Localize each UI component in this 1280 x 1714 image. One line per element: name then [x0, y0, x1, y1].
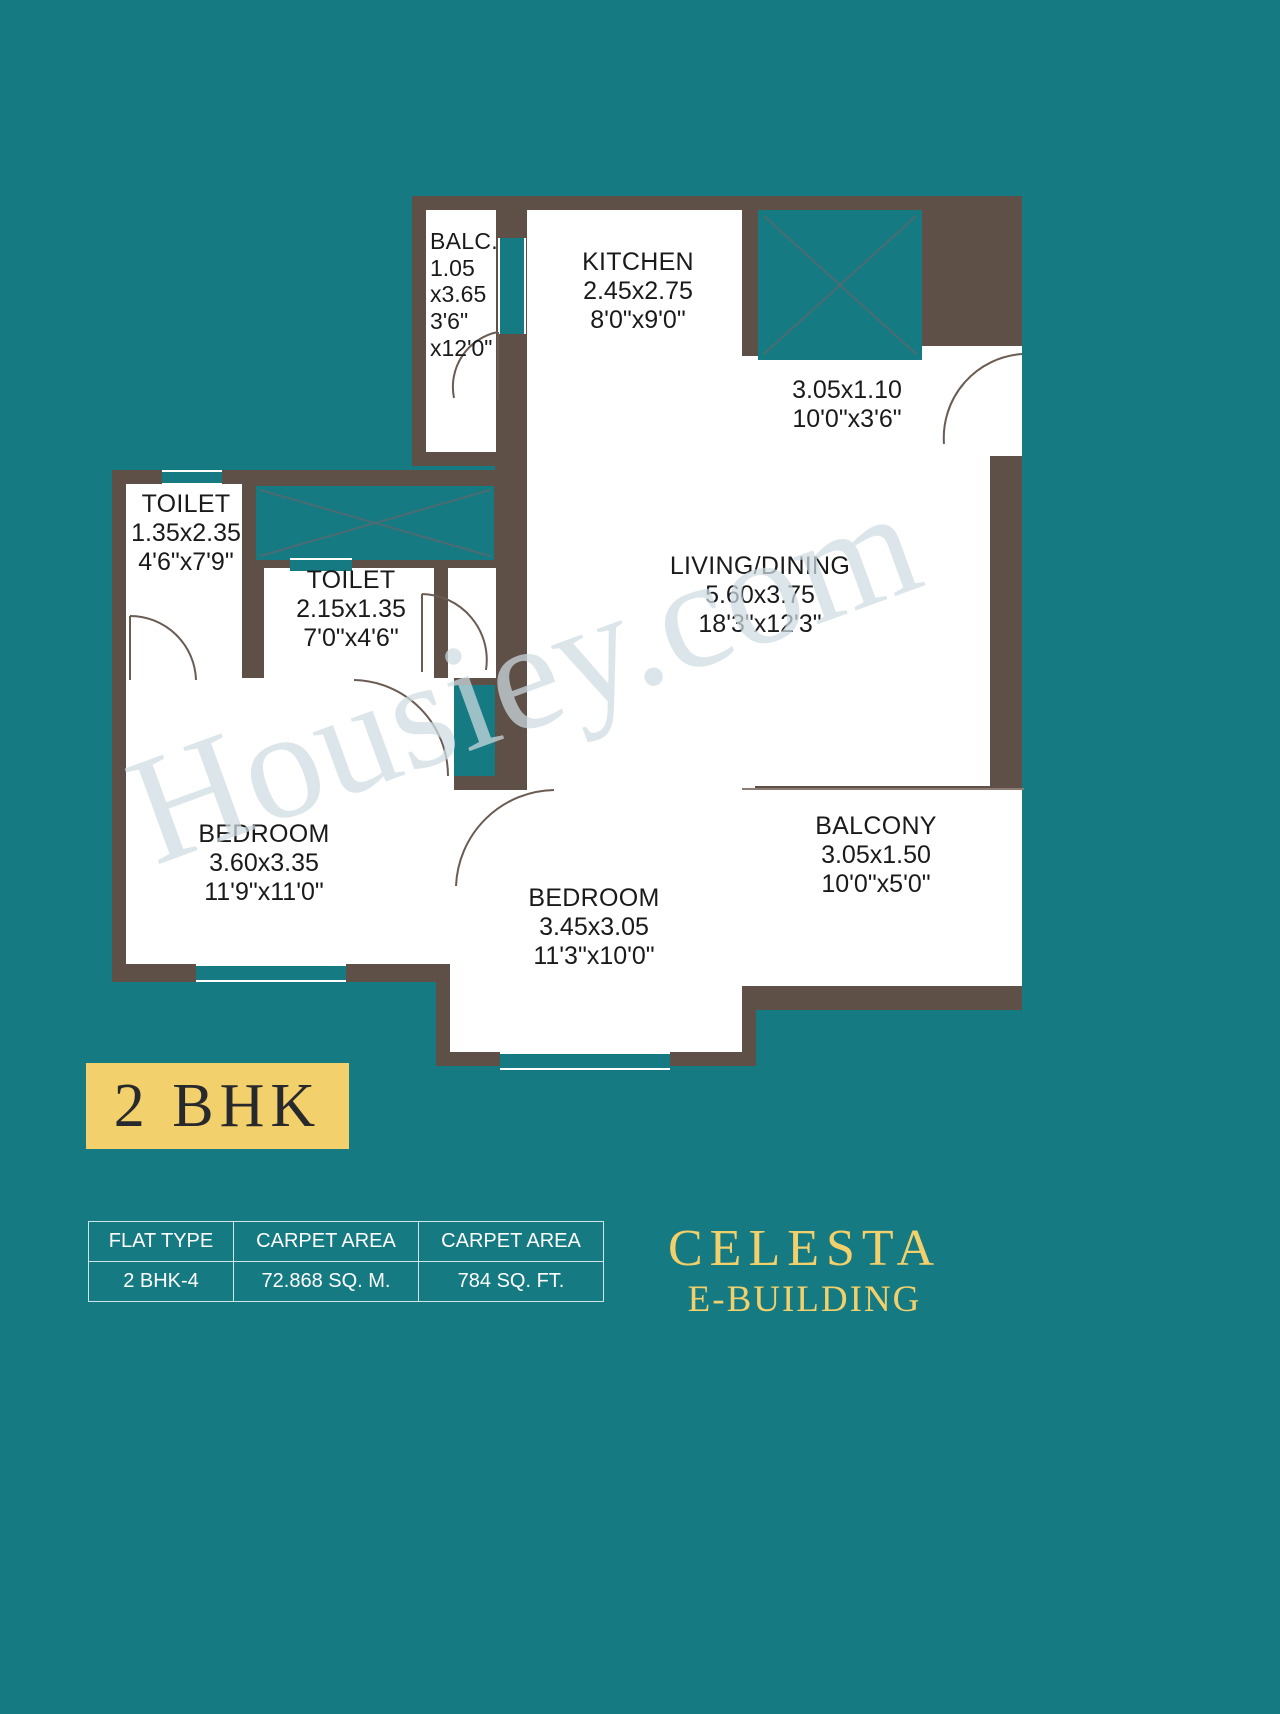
label-balcony-small-dim-ft2: x12'0" — [430, 334, 493, 361]
room-balcony-small — [426, 210, 496, 452]
label-balcony-main-name: BALCONY — [815, 812, 937, 840]
label-toilet-1-dim-ft: 4'6"x7'9" — [138, 548, 234, 576]
label-bedroom-2-dim-m: 3.45x3.05 — [539, 913, 649, 941]
label-bedroom-1-name: BEDROOM — [198, 820, 330, 848]
table-row: 2 BHK-4 72.868 SQ. M. 784 SQ. FT. — [88, 1261, 604, 1302]
label-kitchen-dim-ft: 8'0"x9'0" — [590, 306, 686, 334]
label-living-dining: LIVING/DINING 5.60x3.75 18'3"x12'3" — [630, 552, 890, 639]
label-balcony-main-dim-m: 3.05x1.50 — [821, 841, 931, 869]
project-logo: CELESTA E-BUILDING — [668, 1220, 942, 1321]
table-header-row: FLAT TYPE CARPET AREA CARPET AREA — [88, 1221, 604, 1262]
label-living-dining-name: LIVING/DINING — [669, 552, 851, 580]
window-toilet-2-top — [290, 558, 352, 573]
window-toilet-1-top — [162, 470, 222, 485]
logo-building-name: E-BUILDING — [687, 1278, 922, 1320]
room-passage — [448, 568, 496, 678]
table-header-carpet-area-sqm: CARPET AREA — [233, 1221, 419, 1262]
table-header-carpet-area-sqft: CARPET AREA — [418, 1221, 604, 1262]
label-utility-dim-ft: 10'0"x3'6" — [792, 405, 902, 433]
label-balcony-small-dim-m1: 1.05 — [430, 254, 475, 281]
room-balcony-main — [742, 790, 1022, 986]
bhk-badge-label: 2 BHK — [113, 1072, 322, 1140]
label-bedroom-1-dim-m: 3.60x3.35 — [209, 849, 319, 877]
logo-project-name: CELESTA — [668, 1220, 942, 1277]
label-kitchen-name: KITCHEN — [582, 248, 694, 276]
bhk-badge: 2 BHK — [86, 1063, 349, 1149]
label-bedroom-2-dim-ft: 11'3"x10'0" — [533, 942, 655, 970]
label-balcony-small-dim-m2: x3.65 — [430, 281, 487, 308]
room-toilet-2 — [264, 568, 434, 678]
void-shaft-top-right — [758, 210, 922, 360]
label-toilet-2-dim-m: 2.15x1.35 — [296, 595, 406, 623]
label-bedroom-1: BEDROOM 3.60x3.35 11'9"x11'0" — [150, 820, 378, 907]
label-bedroom-1-dim-ft: 11'9"x11'0" — [204, 878, 324, 906]
label-toilet-1-name: TOILET — [141, 490, 231, 518]
cell-carpet-area-sqm: 72.868 SQ. M. — [233, 1261, 419, 1302]
table-header-flat-type: FLAT TYPE — [88, 1221, 234, 1262]
label-utility-dim-m: 3.05x1.10 — [792, 376, 902, 404]
label-bedroom-2-name: BEDROOM — [528, 884, 660, 912]
label-balcony-small-name: BALC. — [430, 228, 498, 254]
label-utility: 3.05x1.10 10'0"x3'6" — [752, 376, 942, 434]
label-toilet-2-name: TOILET — [306, 566, 396, 594]
label-kitchen: KITCHEN 2.45x2.75 8'0"x9'0" — [538, 248, 738, 335]
cell-flat-type: 2 BHK-4 — [88, 1261, 234, 1302]
label-living-dining-dim-ft: 18'3"x12'3" — [698, 610, 822, 638]
carpet-area-table: FLAT TYPE CARPET AREA CARPET AREA 2 BHK-… — [88, 1221, 604, 1302]
label-balcony-main: BALCONY 3.05x1.50 10'0"x5'0" — [764, 812, 988, 899]
room-living-dining-lower — [527, 700, 755, 790]
label-balcony-small-dim-ft1: 3'6" — [430, 308, 469, 335]
label-balcony-small: BALC. 1.05 x3.65 3'6" x12'0" — [430, 228, 498, 361]
label-toilet-1: TOILET 1.35x2.35 4'6"x7'9" — [114, 490, 258, 577]
window-bedroom-2-bottom — [500, 1052, 670, 1070]
window-bedroom-1-bottom — [196, 964, 346, 982]
label-living-dining-dim-m: 5.60x3.75 — [705, 581, 815, 609]
label-toilet-1-dim-m: 1.35x2.35 — [131, 519, 241, 547]
label-bedroom-2: BEDROOM 3.45x3.05 11'3"x10'0" — [478, 884, 710, 971]
balcony-rail-line — [742, 788, 1024, 790]
cell-carpet-area-sqft: 784 SQ. FT. — [418, 1261, 604, 1302]
label-balcony-main-dim-ft: 10'0"x5'0" — [821, 870, 931, 898]
label-kitchen-dim-m: 2.45x2.75 — [583, 277, 693, 305]
label-toilet-2: TOILET 2.15x1.35 7'0"x4'6" — [258, 566, 444, 653]
label-toilet-2-dim-ft: 7'0"x4'6" — [303, 624, 399, 652]
void-shaft-left — [256, 486, 494, 560]
window-balcony-small — [498, 238, 526, 334]
